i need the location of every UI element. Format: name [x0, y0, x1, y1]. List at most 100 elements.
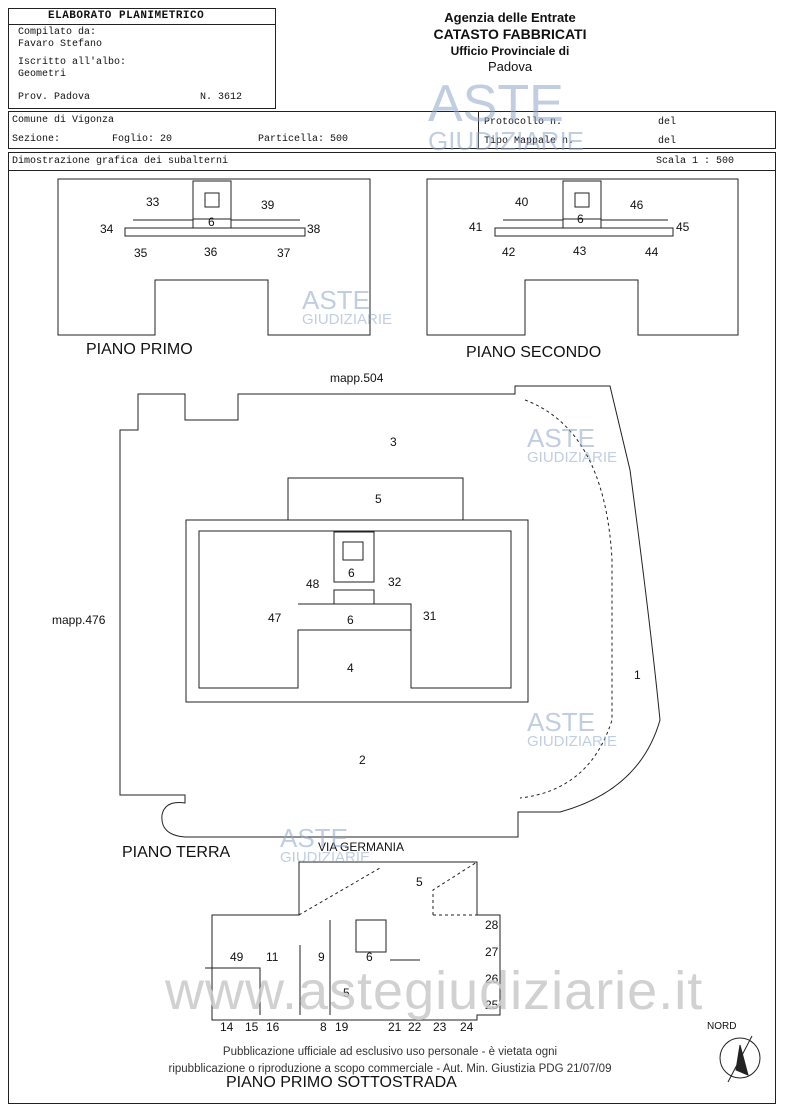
sub-41: 41 — [469, 220, 483, 234]
giudiziarie-word: GIUDIZIARIE — [428, 126, 585, 156]
protocol-box — [478, 111, 479, 149]
info-band — [8, 111, 776, 149]
aste-word: ASTE — [302, 285, 370, 315]
floor-caption-secondo: PIANO SECONDO — [466, 344, 602, 361]
terra-corridor — [298, 603, 412, 630]
piano-terra-lot — [119, 385, 661, 838]
aste-watermark-primo: ASTE GIUDIZIARIE — [302, 285, 392, 327]
aste-word: ASTE — [527, 707, 595, 737]
compilato-label: Compilato da: — [18, 27, 97, 38]
agency-block: Agenzia delle Entrate CATASTO FABBRICATI… — [380, 10, 640, 75]
sub-38: 38 — [307, 222, 321, 236]
sub-6-secondo: 6 — [577, 212, 584, 226]
piano-secondo-stair — [562, 180, 602, 220]
building-inner — [198, 530, 512, 689]
publication-notice-1: Pubblicazione ufficiale ad esclusivo uso… — [222, 1046, 558, 1058]
sub-23: 23 — [433, 1020, 447, 1034]
sub-6-terra: 6 — [347, 613, 354, 627]
drawing-frame — [8, 152, 776, 1104]
aste-word: ASTE — [527, 423, 595, 453]
aste-watermark-top: ASTE GIUDIZIARIE — [428, 75, 585, 156]
giudiziarie-word: GIUDIZIARIE — [280, 849, 371, 866]
foglio: Foglio: 20 — [112, 134, 173, 145]
compilato-name: Favaro Stefano — [18, 39, 103, 50]
del-mappale: del — [658, 136, 677, 147]
floor-caption-sottostrada: PIANO PRIMO SOTTOSTRADA — [226, 1074, 457, 1091]
sub-6-sotto: 6 — [366, 950, 373, 964]
terra-stair — [333, 531, 375, 583]
sub-39: 39 — [261, 198, 275, 212]
street-label: VIA GERMANIA — [318, 840, 405, 854]
publication-notice-2: ripubblicazione o riproduzione a scopo c… — [168, 1063, 612, 1075]
sub-37: 37 — [277, 246, 291, 260]
iscritto-label: Iscritto all'albo: — [18, 57, 127, 68]
sub-9: 9 — [318, 950, 325, 964]
sub-6-primo: 6 — [208, 215, 215, 229]
piano-primo-outline — [57, 178, 371, 336]
sub-33: 33 — [146, 195, 160, 209]
comune: Comune di Vigonza — [12, 115, 115, 126]
giudiziarie-word: GIUDIZIARIE — [527, 733, 618, 750]
piano-secondo-outline — [426, 178, 739, 336]
sub-14: 14 — [220, 1020, 234, 1034]
sub-1: 1 — [634, 668, 641, 682]
site-watermark: www.astegiudiziarie.it — [165, 961, 704, 1021]
piano-primo-corridor — [124, 227, 306, 237]
sub-21: 21 — [388, 1020, 402, 1034]
sub-15: 15 — [245, 1020, 259, 1034]
sub-4: 4 — [347, 661, 354, 675]
agency-name: Agenzia delle Entrate — [444, 10, 576, 25]
sub-19: 19 — [335, 1020, 349, 1034]
aste-word: ASTE — [428, 75, 564, 133]
sub-31: 31 — [423, 609, 437, 623]
access-ramp — [519, 399, 613, 799]
registration-number: N. 3612 — [200, 92, 243, 103]
del-protocollo: del — [658, 117, 677, 128]
aste-watermark-terra-1: ASTE GIUDIZIARIE — [527, 423, 618, 466]
sub-27: 27 — [485, 945, 499, 959]
sub-5-ramp: 5 — [416, 875, 423, 889]
sub-25: 25 — [485, 998, 499, 1012]
mapp-476-label: mapp.476 — [52, 613, 106, 627]
scale: Scala 1 : 500 — [656, 156, 735, 167]
sub-8: 8 — [320, 1020, 327, 1034]
title-underline — [8, 24, 276, 25]
sub-26: 26 — [485, 972, 499, 986]
aste-watermark-terra-2: ASTE GIUDIZIARIE — [527, 707, 618, 750]
drawing-title-rule — [8, 170, 776, 171]
sub-22: 22 — [408, 1020, 422, 1034]
sub-16: 16 — [266, 1020, 280, 1034]
sub-49: 49 — [230, 950, 244, 964]
province: Prov. Padova — [18, 92, 91, 103]
sub-47: 47 — [268, 611, 282, 625]
sub-34: 34 — [100, 222, 114, 236]
sub-6-terra-stair: 6 — [348, 566, 355, 580]
sub-46: 46 — [630, 198, 644, 212]
sottostrada-ramp — [211, 861, 501, 1021]
sub-32: 32 — [388, 575, 402, 589]
header-box — [8, 8, 276, 109]
sub-24: 24 — [460, 1020, 474, 1034]
sub-28: 28 — [485, 918, 499, 932]
sub-43: 43 — [573, 244, 587, 258]
sub-35: 35 — [134, 246, 148, 260]
sub-5-terra: 5 — [375, 492, 382, 506]
sottostrada-stair — [355, 919, 387, 953]
sub-42: 42 — [502, 245, 516, 259]
document-title: ELABORATO PLANIMETRICO — [48, 10, 205, 22]
ufficio-city: Padova — [487, 58, 533, 74]
particella: Particella: 500 — [258, 134, 349, 145]
sezione: Sezione: — [12, 134, 61, 145]
north-label: NORD — [707, 1021, 737, 1032]
piano-secondo-corridor — [494, 227, 674, 237]
ufficio-label: Ufficio Provinciale di — [450, 43, 570, 58]
catasto-title: CATASTO FABBRICATI — [433, 26, 587, 43]
sub-11: 11 — [266, 950, 279, 964]
floor-caption-terra: PIANO TERRA — [122, 844, 231, 861]
sub-2: 2 — [359, 753, 366, 767]
iscritto-value: Geometri — [18, 69, 67, 80]
giudiziarie-word: GIUDIZIARIE — [527, 449, 618, 466]
sub-5-sotto: 5 — [343, 986, 350, 1000]
mapp-504-label: mapp.504 — [330, 371, 384, 385]
